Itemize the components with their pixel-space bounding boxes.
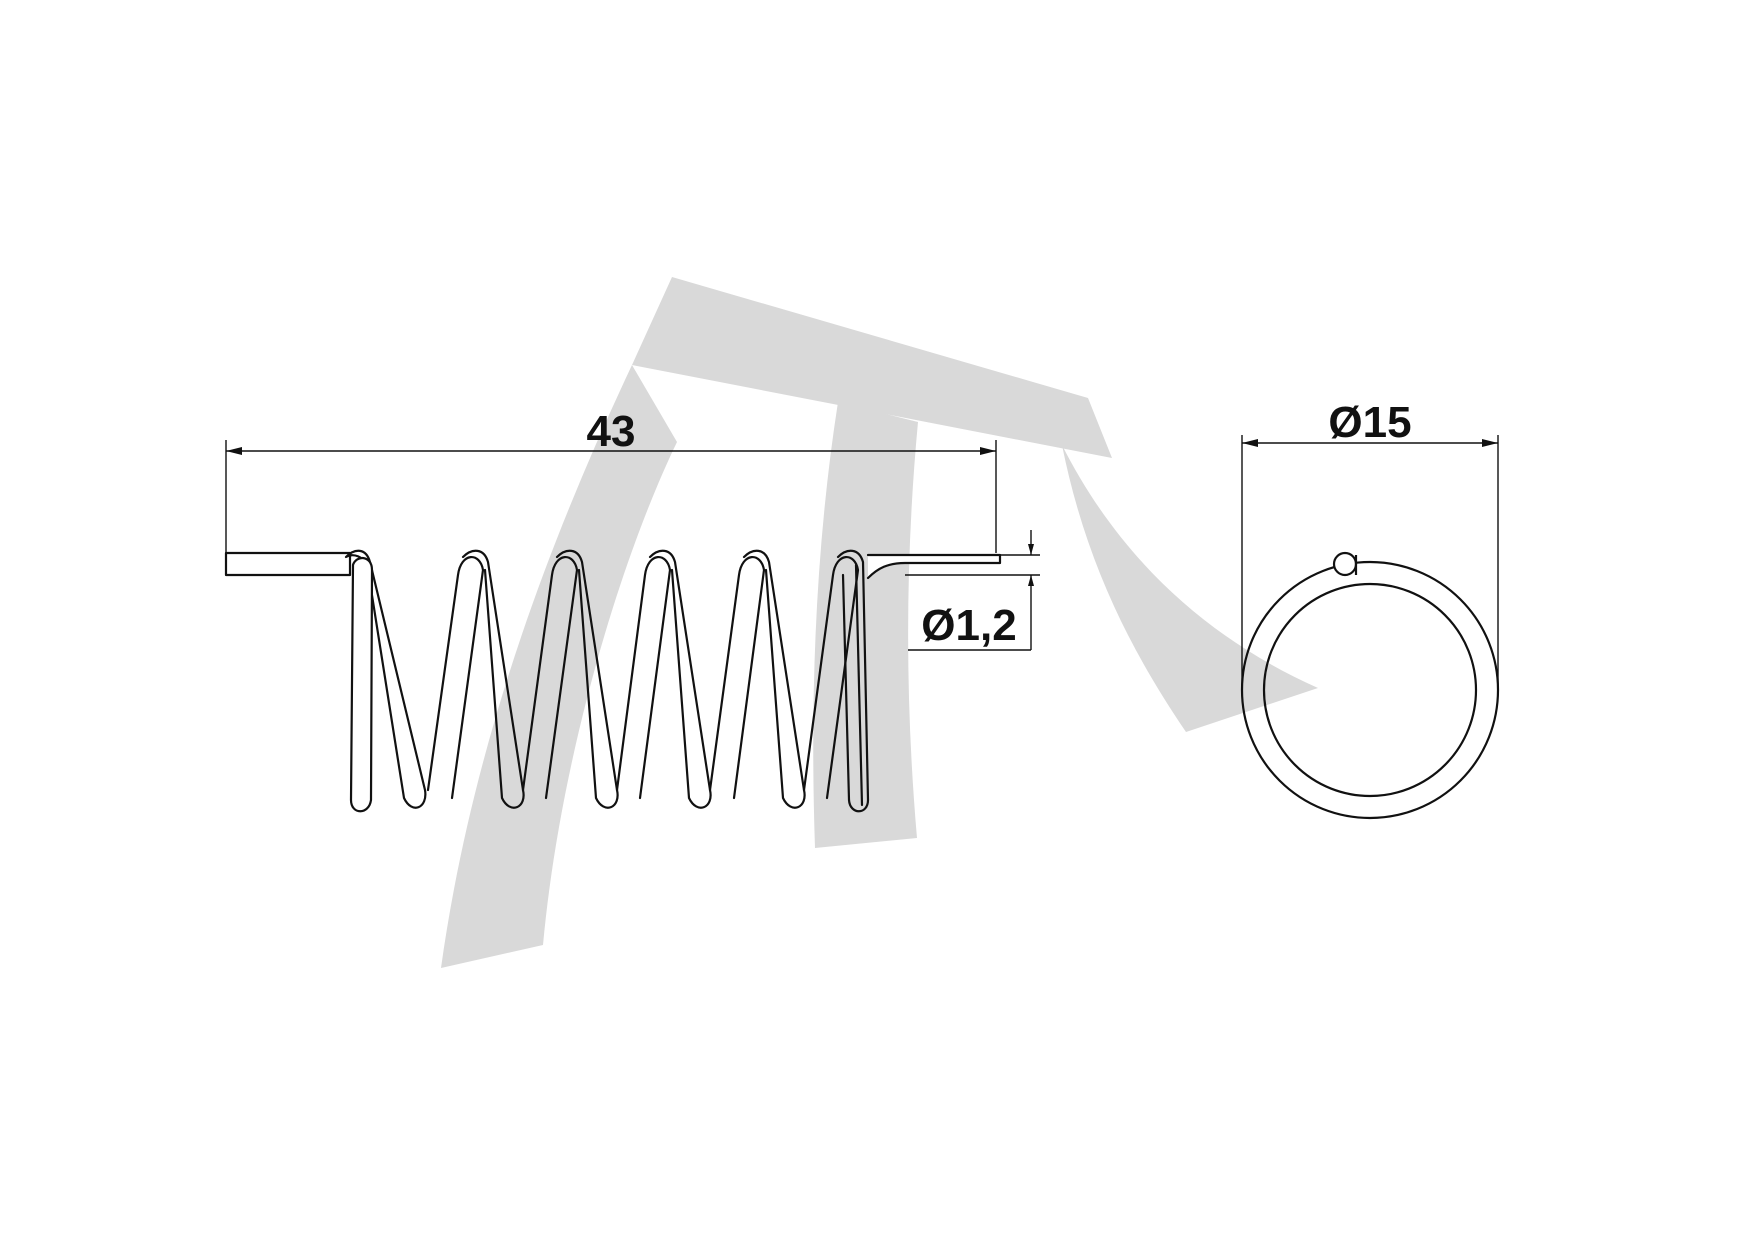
wire-arrow-top (1028, 544, 1034, 555)
wire-arrow-bottom (1028, 575, 1034, 586)
spring-coil-9 (742, 549, 806, 809)
length-dimension-label: 43 (587, 407, 636, 456)
watermark-right-stroke (1062, 445, 1318, 732)
outer-diameter-dimension (1241, 435, 1499, 690)
spring-coil-6 (521, 556, 579, 800)
od-arrow-left (1242, 439, 1258, 447)
spring-coil-12 (802, 556, 860, 800)
od-arrow-right (1482, 439, 1498, 447)
spring-right-leg (866, 553, 1002, 580)
spring-coil-11 (836, 549, 870, 813)
spring-coil-8 (615, 556, 672, 800)
watermark-bar (632, 277, 1112, 458)
length-arrow-left (226, 447, 242, 455)
outer-diameter-label: Ø15 (1328, 398, 1411, 447)
spring-side-view (224, 549, 1002, 813)
end-view-inner-circle (1262, 582, 1478, 798)
length-dimension (225, 440, 997, 553)
spring-left-leg (224, 551, 352, 577)
watermark-logo (441, 277, 1318, 968)
watermark-left-stroke (441, 365, 677, 968)
spring-coil-13 (854, 563, 864, 807)
wire-diameter-label: Ø1,2 (921, 601, 1016, 650)
end-view-wire-section (1332, 551, 1358, 577)
spring-coil-7 (648, 549, 712, 809)
spring-coil-4 (426, 556, 485, 800)
spring-coil-10 (708, 556, 766, 800)
spring-coil-1 (344, 549, 427, 809)
watermark-middle-stroke (813, 402, 918, 848)
wire-diameter-dimension (905, 530, 1040, 651)
spring-coil-2 (349, 557, 374, 813)
length-arrow-right (980, 447, 996, 455)
